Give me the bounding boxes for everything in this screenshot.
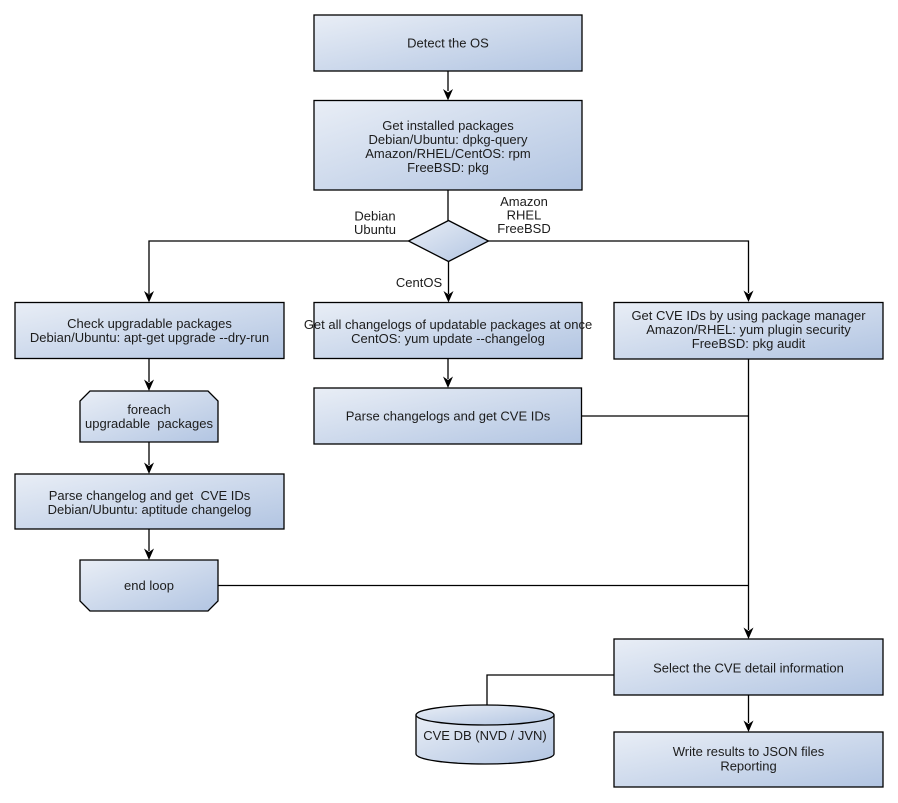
svg-text:FreeBSD: pkg audit: FreeBSD: pkg audit: [692, 336, 806, 351]
svg-text:Debian/Ubuntu: apt-get upgrade: Debian/Ubuntu: apt-get upgrade --dry-run: [30, 330, 269, 345]
svg-text:Detect the OS: Detect the OS: [407, 36, 489, 51]
svg-text:Amazon/RHEL/CentOS: rpm: Amazon/RHEL/CentOS: rpm: [365, 146, 530, 161]
svg-text:CentOS: yum update --changelog: CentOS: yum update --changelog: [351, 331, 545, 346]
svg-text:Reporting: Reporting: [720, 759, 776, 774]
svg-text:Amazon/RHEL: yum plugin securi: Amazon/RHEL: yum plugin security: [646, 322, 851, 337]
svg-text:Ubuntu: Ubuntu: [354, 222, 396, 237]
svg-text:Get CVE IDs by using package m: Get CVE IDs by using package manager: [631, 308, 866, 323]
svg-text:FreeBSD: pkg: FreeBSD: pkg: [407, 160, 489, 175]
svg-text:Select the CVE detail informat: Select the CVE detail information: [653, 661, 844, 676]
svg-text:end loop: end loop: [124, 578, 174, 593]
svg-text:Parse changelog and get CVE I: Parse changelog and get CVE IDs: [49, 488, 251, 503]
svg-text:Debian/Ubuntu: aptitude change: Debian/Ubuntu: aptitude changelog: [48, 502, 252, 517]
svg-text:CentOS: CentOS: [396, 275, 443, 290]
svg-text:Debian: Debian: [354, 209, 395, 224]
svg-text:RHEL: RHEL: [507, 208, 542, 223]
svg-text:Debian/Ubuntu: dpkg-query: Debian/Ubuntu: dpkg-query: [369, 132, 528, 147]
svg-text:Write results to JSON files: Write results to JSON files: [673, 744, 825, 759]
svg-text:Get all changelogs of updatabl: Get all changelogs of updatable packages…: [304, 317, 592, 332]
svg-text:upgradable packages: upgradable packages: [85, 416, 213, 431]
svg-text:foreach: foreach: [127, 402, 170, 417]
svg-text:Get installed packages: Get installed packages: [382, 118, 514, 133]
svg-text:FreeBSD: FreeBSD: [497, 221, 550, 236]
svg-text:Parse changelogs and get CVE I: Parse changelogs and get CVE IDs: [346, 409, 551, 424]
svg-text:Check upgradable packages: Check upgradable packages: [67, 316, 232, 331]
svg-text:CVE DB (NVD / JVN): CVE DB (NVD / JVN): [423, 728, 547, 743]
svg-text:Amazon: Amazon: [500, 194, 548, 209]
